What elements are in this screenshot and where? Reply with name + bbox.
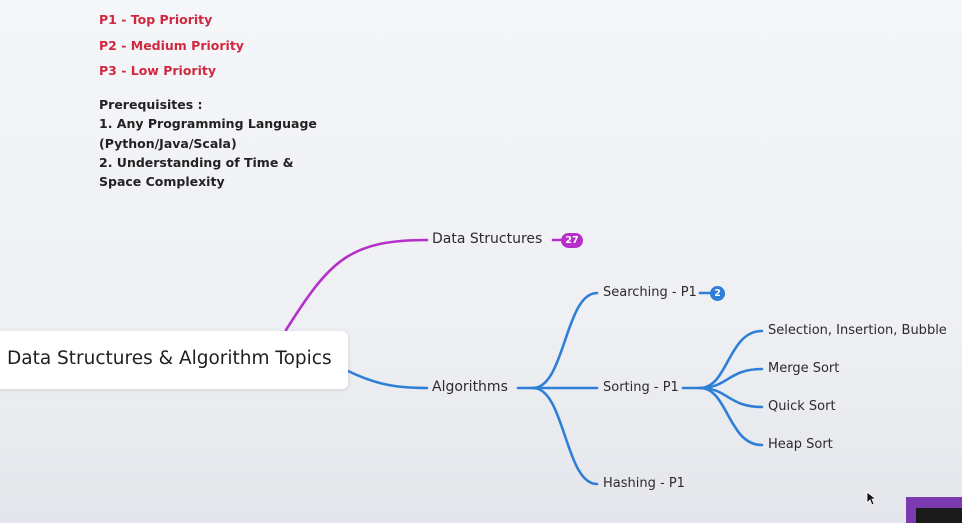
node-quick-sort[interactable]: Quick Sort (768, 399, 836, 414)
legend-p3: P3 - Low Priority (99, 63, 216, 78)
node-merge-sort[interactable]: Merge Sort (768, 361, 840, 376)
root-node[interactable] (0, 331, 348, 389)
root-node-label: Data Structures & Algorithm Topics (7, 348, 332, 369)
prerequisites-block: Prerequisites : 1. Any Programming Langu… (99, 95, 319, 191)
mouse-cursor-icon (866, 491, 876, 506)
corner-overlay-inner (916, 508, 962, 523)
connector-searching (531, 291, 599, 390)
connector-heap (698, 386, 764, 447)
prerequisite-line: Space Complexity (99, 174, 225, 190)
node-hashing[interactable]: Hashing - P1 (603, 476, 685, 491)
connector-data-structures (284, 238, 429, 332)
prerequisite-line: 1. Any Programming Language (99, 116, 317, 132)
badge-count-2[interactable]: 2 (710, 286, 725, 301)
prerequisite-line: (Python/Java/Scala) (99, 135, 237, 151)
node-data-structures[interactable]: Data Structures (432, 231, 543, 247)
legend-p1: P1 - Top Priority (99, 12, 213, 27)
prerequisites-heading: Prerequisites : (99, 97, 203, 112)
node-sorting[interactable]: Sorting - P1 (603, 380, 679, 395)
prerequisite-line: 2. Understanding of Time & (99, 154, 294, 170)
legend-p2: P2 - Medium Priority (99, 38, 244, 53)
connector-selection (698, 329, 764, 390)
connector-algorithms (346, 369, 429, 390)
node-selection-insertion-bubble[interactable]: Selection, Insertion, Bubble (768, 323, 947, 338)
node-heap-sort[interactable]: Heap Sort (768, 437, 833, 452)
node-algorithms[interactable]: Algorithms (432, 379, 508, 395)
connector-hashing (531, 386, 599, 486)
badge-count-27[interactable]: 27 (561, 233, 583, 248)
node-searching[interactable]: Searching - P1 (603, 285, 697, 300)
